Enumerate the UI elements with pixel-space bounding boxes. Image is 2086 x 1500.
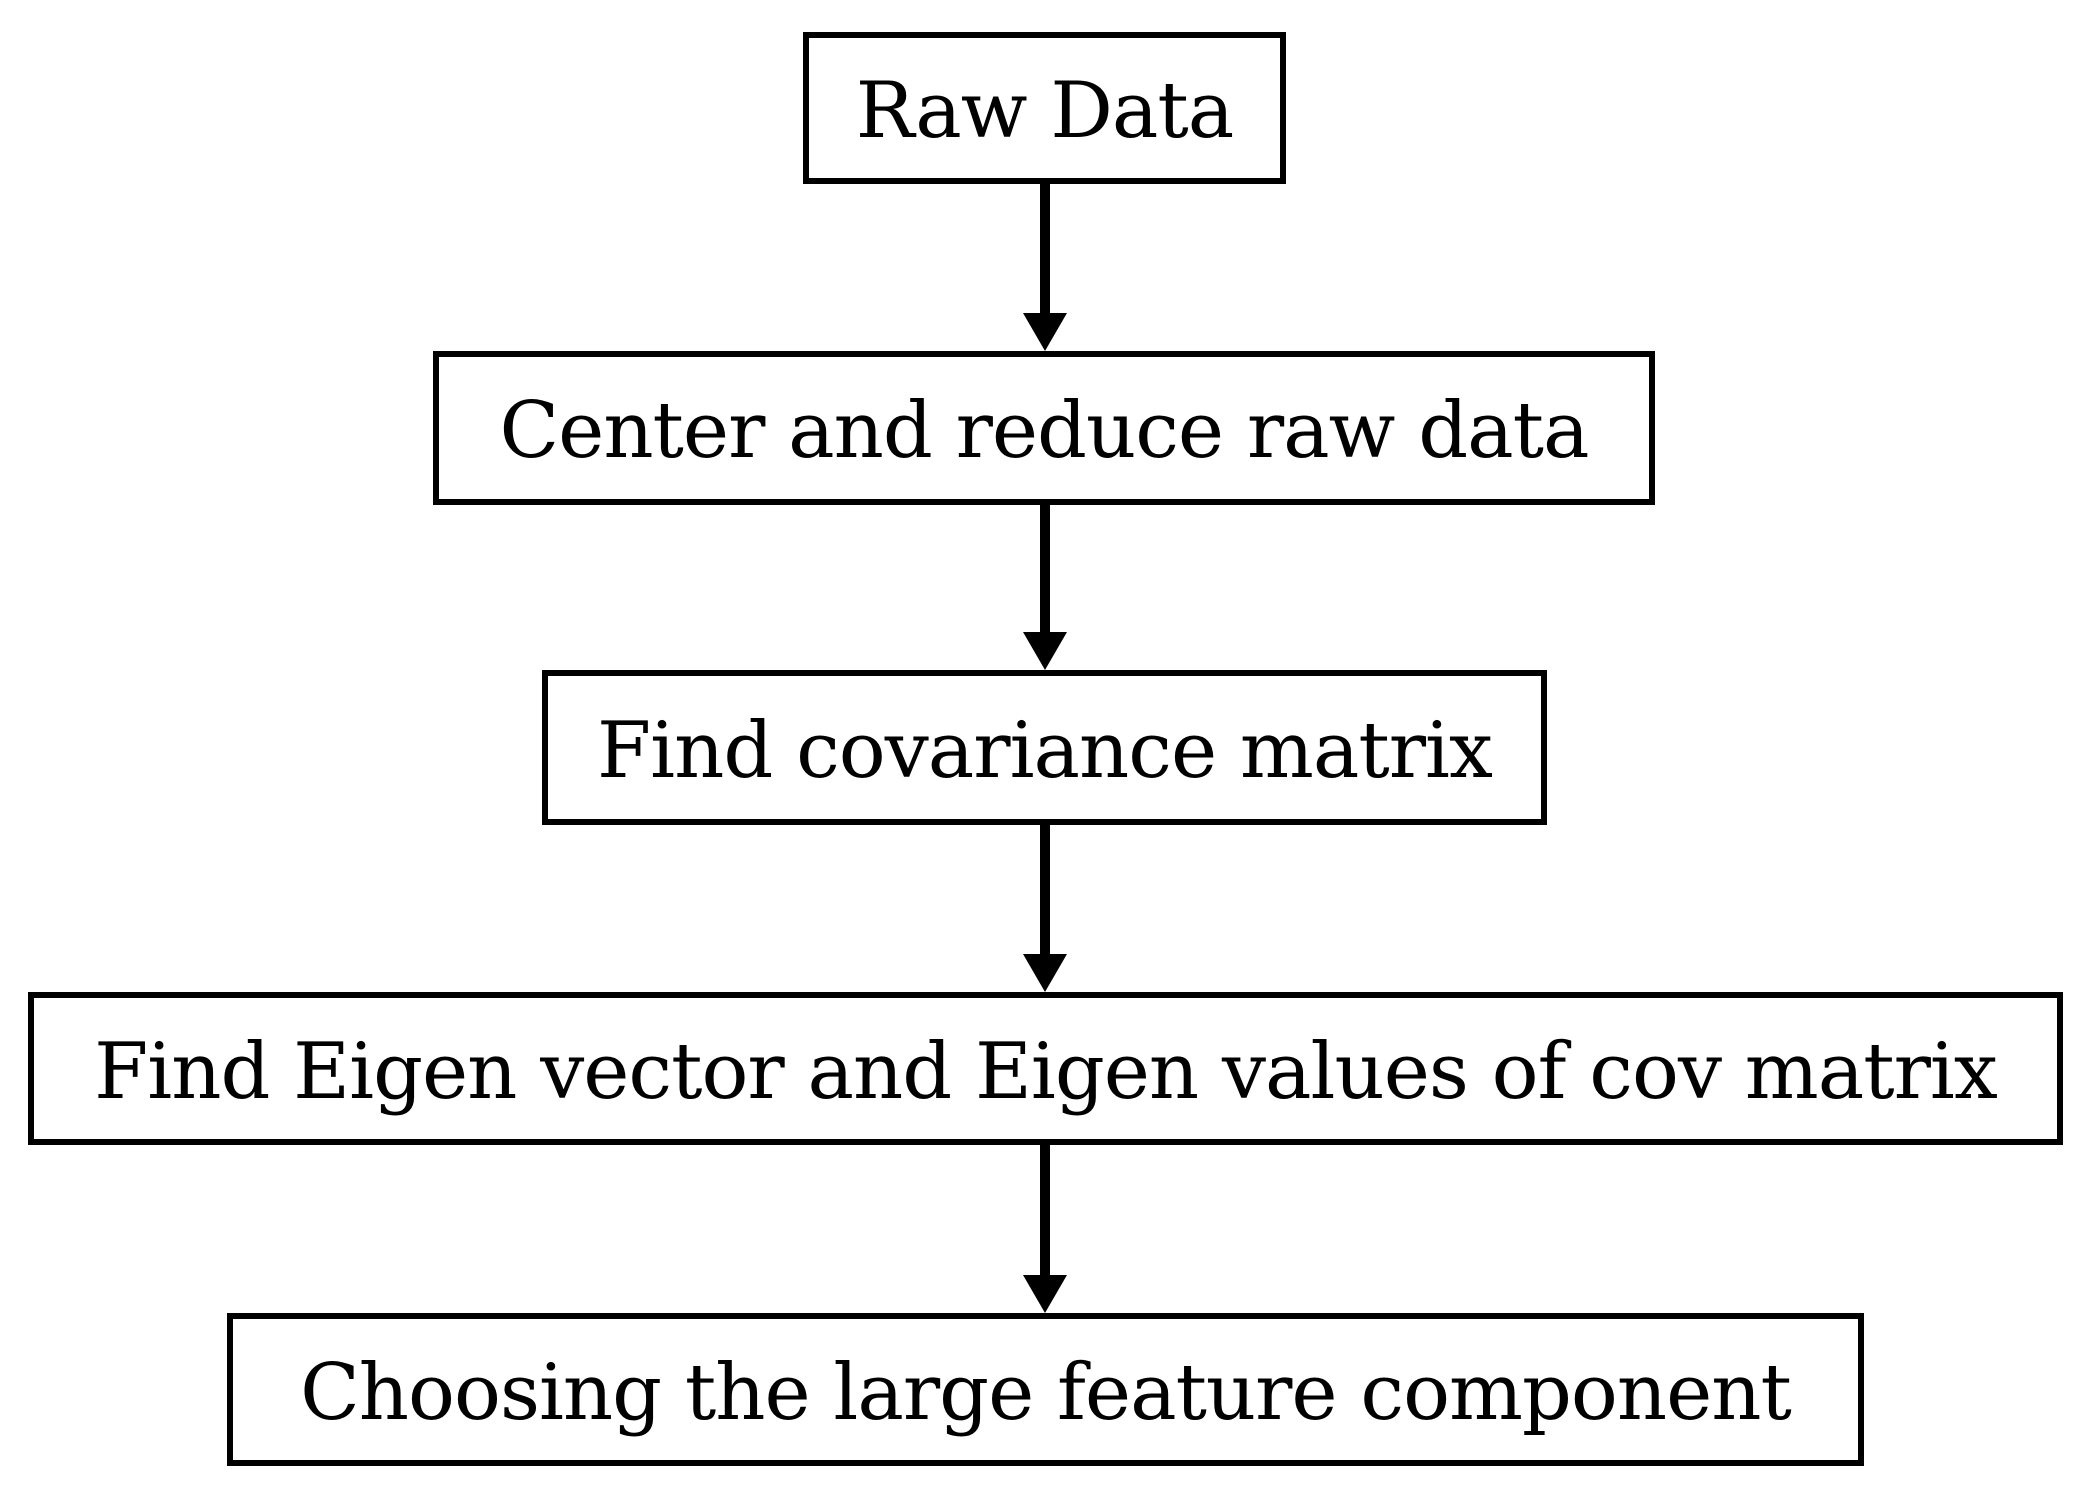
arrow-head-icon [1023,1275,1067,1313]
node-covariance-label: Find covariance matrix [597,705,1493,796]
arrow-head-icon [1023,632,1067,670]
arrow-covariance-to-eigen [1023,825,1067,992]
arrow-stem [1040,825,1050,956]
arrow-head-icon [1023,313,1067,351]
arrow-raw-to-center [1023,184,1067,351]
arrow-stem [1040,1145,1050,1277]
arrow-stem [1040,184,1050,315]
node-covariance: Find covariance matrix [542,670,1547,825]
arrow-stem [1040,505,1050,634]
node-eigen: Find Eigen vector and Eigen values of co… [28,992,2063,1145]
node-center-reduce: Center and reduce raw data [433,351,1655,505]
node-center-reduce-label: Center and reduce raw data [499,386,1589,476]
node-raw-data: Raw Data [803,32,1286,184]
arrow-center-to-covariance [1023,505,1067,670]
node-choose-component-label: Choosing the large feature component [300,1347,1792,1438]
arrow-eigen-to-choose [1023,1145,1067,1313]
arrow-head-icon [1023,954,1067,992]
node-choose-component: Choosing the large feature component [227,1313,1864,1466]
node-raw-data-label: Raw Data [855,66,1234,156]
node-eigen-label: Find Eigen vector and Eigen values of co… [94,1026,1998,1117]
